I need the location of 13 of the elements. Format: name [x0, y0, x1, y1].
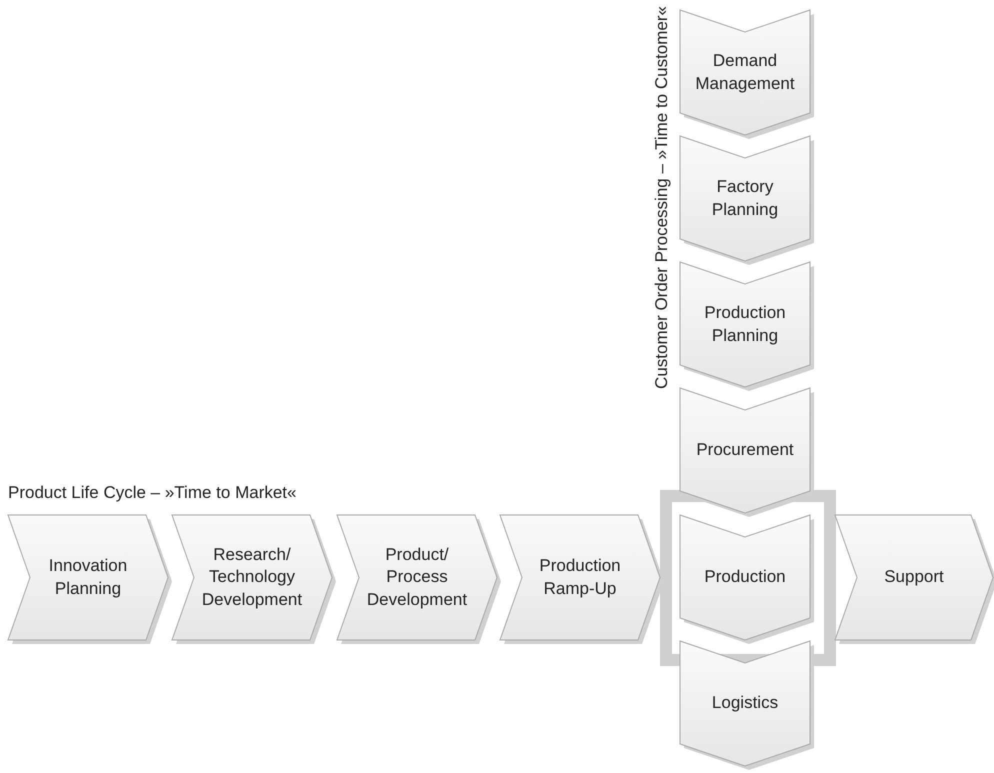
- step-label: Demand Management: [694, 50, 796, 94]
- step-label: Production: [704, 566, 786, 588]
- step-label: Production Ramp-Up: [538, 555, 622, 600]
- step-label: Logistics: [712, 692, 778, 714]
- step-label: Production Planning: [703, 302, 787, 346]
- step-label: Research/ Technology Development: [200, 544, 304, 611]
- axis-title: Product Life Cycle – »Time to Market«: [8, 483, 296, 503]
- step-label: Support: [884, 566, 944, 588]
- step-label: Procurement: [696, 439, 794, 462]
- step-label: Innovation Planning: [48, 555, 128, 600]
- axis-title: Customer Order Processing – »Time to Customer«: [652, 6, 672, 389]
- step-label: Factory Planning: [710, 176, 780, 220]
- step-label: Product/ Process Development: [366, 544, 468, 611]
